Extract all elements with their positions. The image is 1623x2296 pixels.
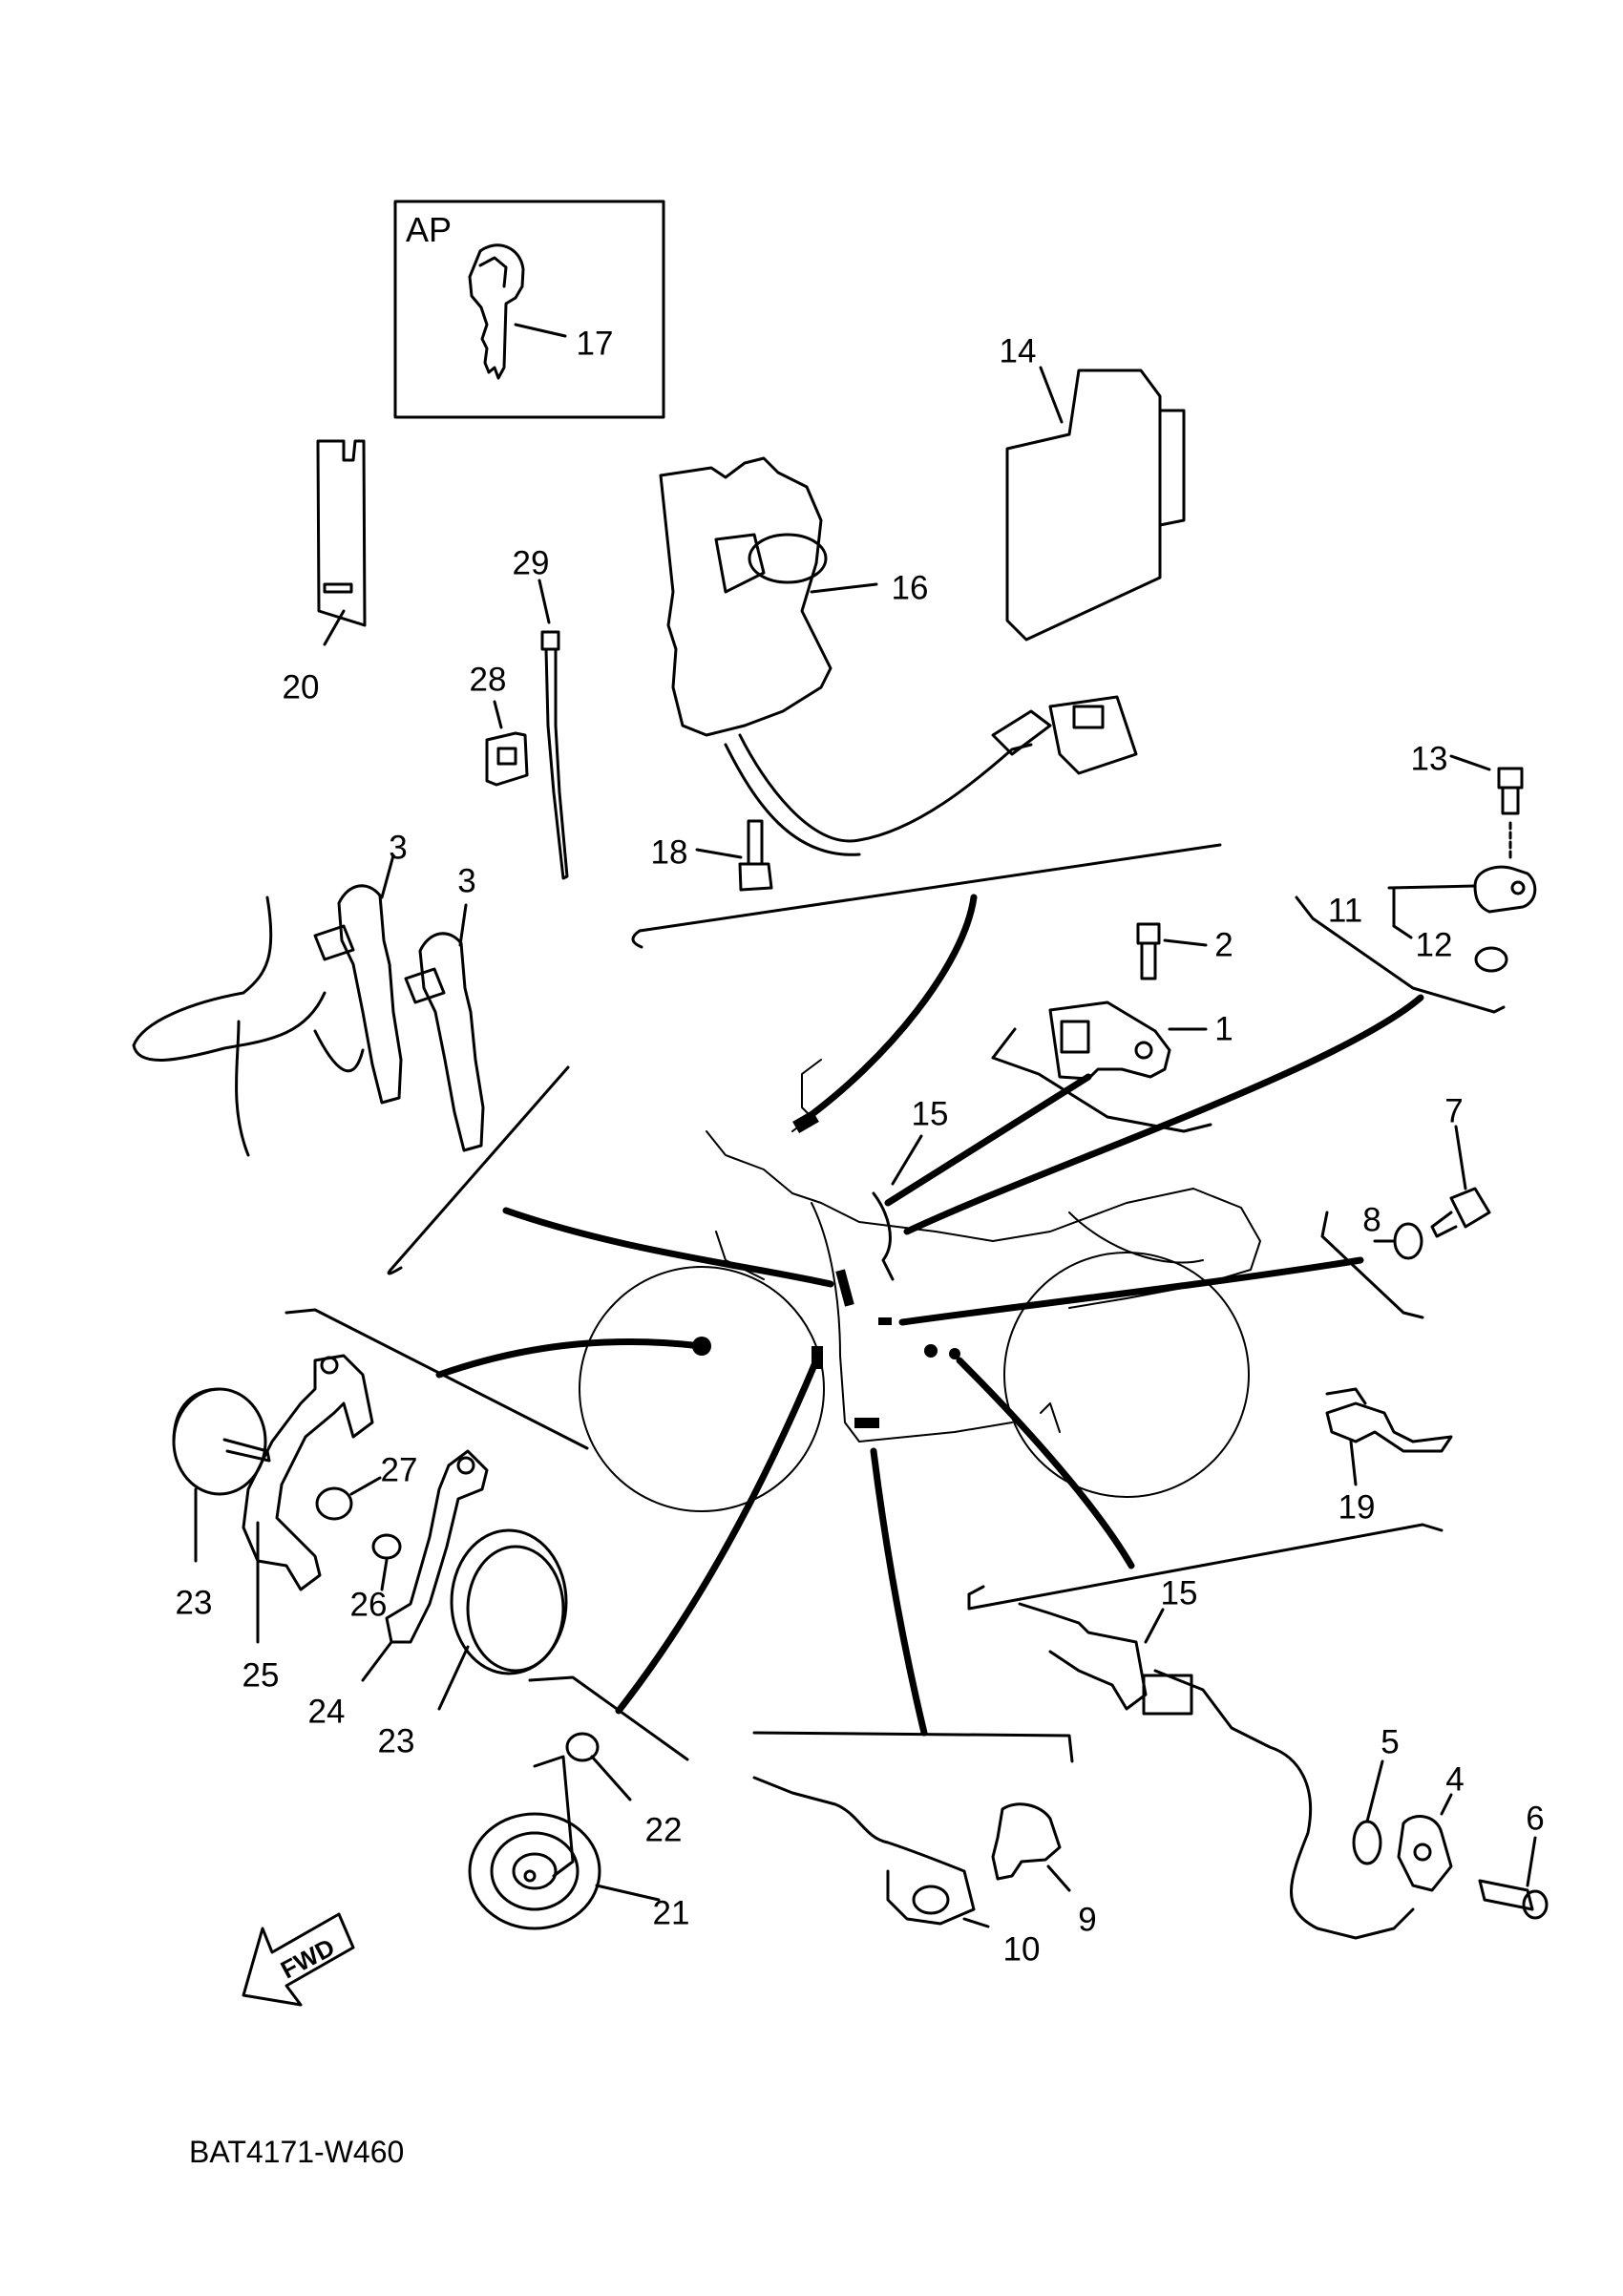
- part-label-11[interactable]: 11: [1327, 892, 1363, 930]
- clip-28: [485, 700, 529, 787]
- key-17: [468, 243, 567, 380]
- part-label-2[interactable]: 2: [1214, 926, 1233, 964]
- part-label-9[interactable]: 9: [1078, 1901, 1097, 1939]
- part-label-6[interactable]: 6: [1526, 1800, 1545, 1838]
- nut-26: [371, 1533, 402, 1591]
- part-label-3a[interactable]: 3: [389, 829, 408, 867]
- part-label-15a[interactable]: 15: [911, 1095, 949, 1133]
- o-ring-12: [1392, 924, 1508, 973]
- frame-sensor-9: [752, 1731, 1074, 1763]
- bracket-25: [242, 1354, 374, 1644]
- bracket-24: [361, 1449, 489, 1682]
- part-label-23a[interactable]: 23: [175, 1584, 213, 1622]
- part-label-21[interactable]: 21: [652, 1894, 690, 1932]
- frame-harness-15: [967, 1523, 1444, 1611]
- part-label-29[interactable]: 29: [512, 544, 550, 582]
- main-switch-16: [659, 456, 1138, 856]
- part-label-17[interactable]: 17: [576, 325, 614, 363]
- ignition-coil-3a: [313, 853, 403, 1105]
- leader-horn-21: [615, 1357, 820, 1715]
- diagram-code: BAT4171-W460: [189, 2135, 405, 2169]
- nut-27: [315, 1476, 382, 1521]
- leader-sensor-1: [884, 1073, 1092, 1207]
- ecu-14: [1005, 366, 1186, 642]
- part-label-4[interactable]: 4: [1445, 1760, 1465, 1799]
- leader-sensor-11: [903, 994, 1424, 1235]
- nut-22: [565, 1732, 632, 1801]
- sensor-9: [991, 1802, 1071, 1892]
- part-label-26[interactable]: 26: [349, 1586, 388, 1624]
- horn-23a: [172, 1387, 271, 1563]
- bolt-18: [695, 819, 773, 892]
- part-label-13[interactable]: 13: [1410, 740, 1448, 778]
- part-label-5[interactable]: 5: [1381, 1723, 1400, 1761]
- leader-coils: [502, 1207, 834, 1288]
- washer-8: [1373, 1222, 1423, 1260]
- part-label-18[interactable]: 18: [650, 833, 688, 872]
- bolt-13: [1449, 754, 1524, 861]
- frame-horns: [285, 1308, 589, 1450]
- horn-23b: [437, 1528, 568, 1711]
- part-label-14[interactable]: 14: [999, 332, 1037, 370]
- part-label-12[interactable]: 12: [1415, 926, 1453, 964]
- bolt-6: [1478, 1836, 1549, 1920]
- leader-sensor-9: [870, 1447, 928, 1737]
- ignition-coil-3b: [132, 895, 485, 1157]
- leader-harness-15: [956, 1357, 1135, 1569]
- part-label-7[interactable]: 7: [1444, 1092, 1464, 1130]
- horn-21: [468, 1755, 661, 1930]
- ap-kit-label: AP: [406, 210, 453, 249]
- frame-horn-21: [528, 1675, 689, 1761]
- leader-sensor-7: [898, 1256, 1364, 1326]
- part-label-3b[interactable]: 3: [457, 862, 476, 900]
- sensor-4: [1397, 1793, 1453, 1892]
- bracket-20: [316, 439, 367, 646]
- part-label-8[interactable]: 8: [1362, 1201, 1381, 1239]
- sensor-1: [1048, 1001, 1208, 1081]
- bolt-2: [1136, 922, 1208, 980]
- leader-main-switch: [798, 894, 978, 1126]
- frame-sensor-11: [1295, 895, 1506, 1014]
- part-label-27[interactable]: 27: [380, 1451, 418, 1489]
- part-label-22[interactable]: 22: [644, 1811, 683, 1849]
- cable-tie-29: [537, 579, 569, 880]
- frame-main-switch: [631, 843, 1222, 949]
- part-label-16[interactable]: 16: [891, 569, 929, 607]
- harness-15b: [1018, 1602, 1415, 1940]
- part-label-23b[interactable]: 23: [377, 1722, 415, 1760]
- part-label-24[interactable]: 24: [307, 1693, 346, 1731]
- part-label-15b[interactable]: 15: [1160, 1574, 1198, 1612]
- sensor-11: [1387, 865, 1537, 928]
- fwd-arrow: [242, 1912, 355, 2007]
- harness-15a-leader: [872, 1134, 923, 1281]
- sensor-10: [752, 1776, 990, 1928]
- sensor-7: [1430, 1125, 1491, 1238]
- part-label-25[interactable]: 25: [242, 1656, 280, 1695]
- leader-horns: [435, 1338, 706, 1379]
- part-label-20[interactable]: 20: [282, 668, 320, 706]
- o-ring-5: [1352, 1759, 1384, 1865]
- part-label-19[interactable]: 19: [1338, 1488, 1376, 1527]
- part-label-1[interactable]: 1: [1214, 1010, 1233, 1048]
- frame-coils: [387, 1065, 570, 1275]
- frame-sensor-1: [991, 1027, 1212, 1133]
- ap-kit-box: [393, 200, 665, 419]
- part-label-28[interactable]: 28: [469, 661, 507, 699]
- clamp-19: [1325, 1387, 1453, 1486]
- motorcycle-outline: [579, 1059, 1261, 1512]
- frame-sensor-7: [1320, 1211, 1424, 1319]
- part-label-10[interactable]: 10: [1002, 1930, 1041, 1969]
